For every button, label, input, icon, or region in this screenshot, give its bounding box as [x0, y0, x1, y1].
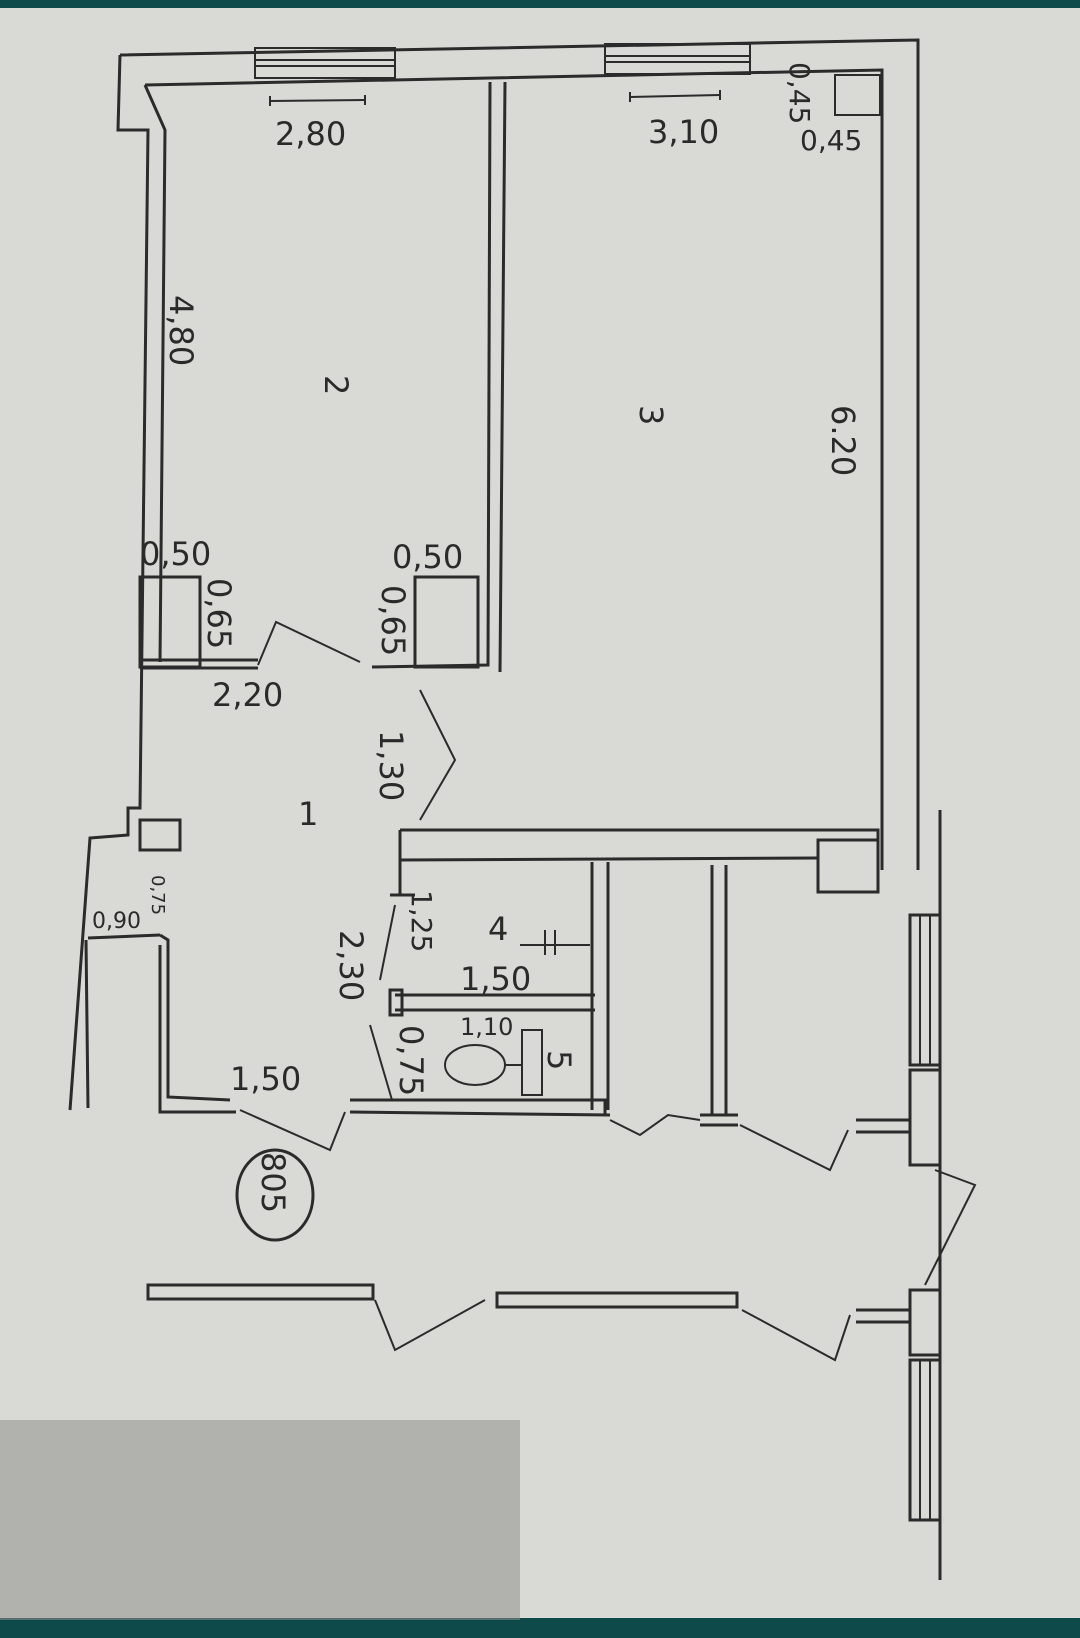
closet-right — [413, 575, 480, 669]
dim-2-80: 2,80 — [275, 115, 346, 153]
apartment-number-badge: 805 — [235, 1148, 315, 1242]
dim-1-50-b: 1,50 — [230, 1060, 301, 1098]
door-bath-4 — [379, 904, 396, 981]
dim-1-25: 1,25 — [405, 890, 438, 952]
window-top-right — [604, 43, 751, 75]
window-top-left — [254, 47, 396, 79]
dim-2-30: 2,30 — [332, 930, 370, 1001]
room-label-2: 2 — [317, 375, 355, 395]
door-closet-a — [609, 1113, 701, 1137]
door-closet-b — [739, 1124, 849, 1172]
apartment-number: 805 — [254, 1152, 292, 1213]
dim-2-20: 2,20 — [212, 676, 283, 714]
room-label-1: 1 — [298, 795, 318, 833]
door-room-3 — [419, 689, 457, 821]
dim-0-75-b: 0,75 — [147, 875, 168, 915]
dim-6-20: 6.20 — [824, 405, 862, 476]
dim-0-45-a: 0,45 — [783, 62, 816, 124]
toilet-fixture — [444, 1029, 543, 1096]
partition-2-3 — [371, 81, 492, 669]
dim-1-10: 1,10 — [460, 1013, 513, 1041]
dim-1-30: 1,30 — [372, 730, 410, 801]
hall-wall — [87, 933, 161, 940]
paper-sheet — [0, 8, 1080, 1618]
dim-0-45-b: 0,45 — [800, 124, 862, 157]
right-edge-walls — [856, 810, 977, 1580]
entrance-door — [239, 1109, 346, 1152]
bathroom-block — [349, 860, 738, 1127]
dimension-arrows — [269, 90, 721, 106]
dim-0-65-a: 0,65 — [200, 578, 238, 649]
dim-1-50-a: 1,50 — [460, 960, 531, 998]
lower-corridor — [146, 1283, 851, 1362]
dim-3-10: 3,10 — [648, 113, 719, 151]
dim-0-50-a: 0,50 — [140, 535, 211, 573]
dim-0-50-b: 0,50 — [392, 538, 463, 576]
room-label-3: 3 — [632, 405, 670, 425]
shadow — [0, 1420, 520, 1620]
dim-0-65-b: 0,65 — [374, 585, 412, 656]
door-room-2 — [257, 620, 361, 666]
room-label-4: 4 — [488, 910, 508, 948]
outer-walls — [68, 38, 920, 1111]
dim-4-80: 4,80 — [162, 295, 200, 366]
room-label-5: 5 — [540, 1050, 578, 1070]
dim-0-90: 0,90 — [92, 909, 141, 934]
door-bath-5 — [369, 1024, 393, 1101]
dim-0-75-a: 0,75 — [392, 1025, 430, 1096]
